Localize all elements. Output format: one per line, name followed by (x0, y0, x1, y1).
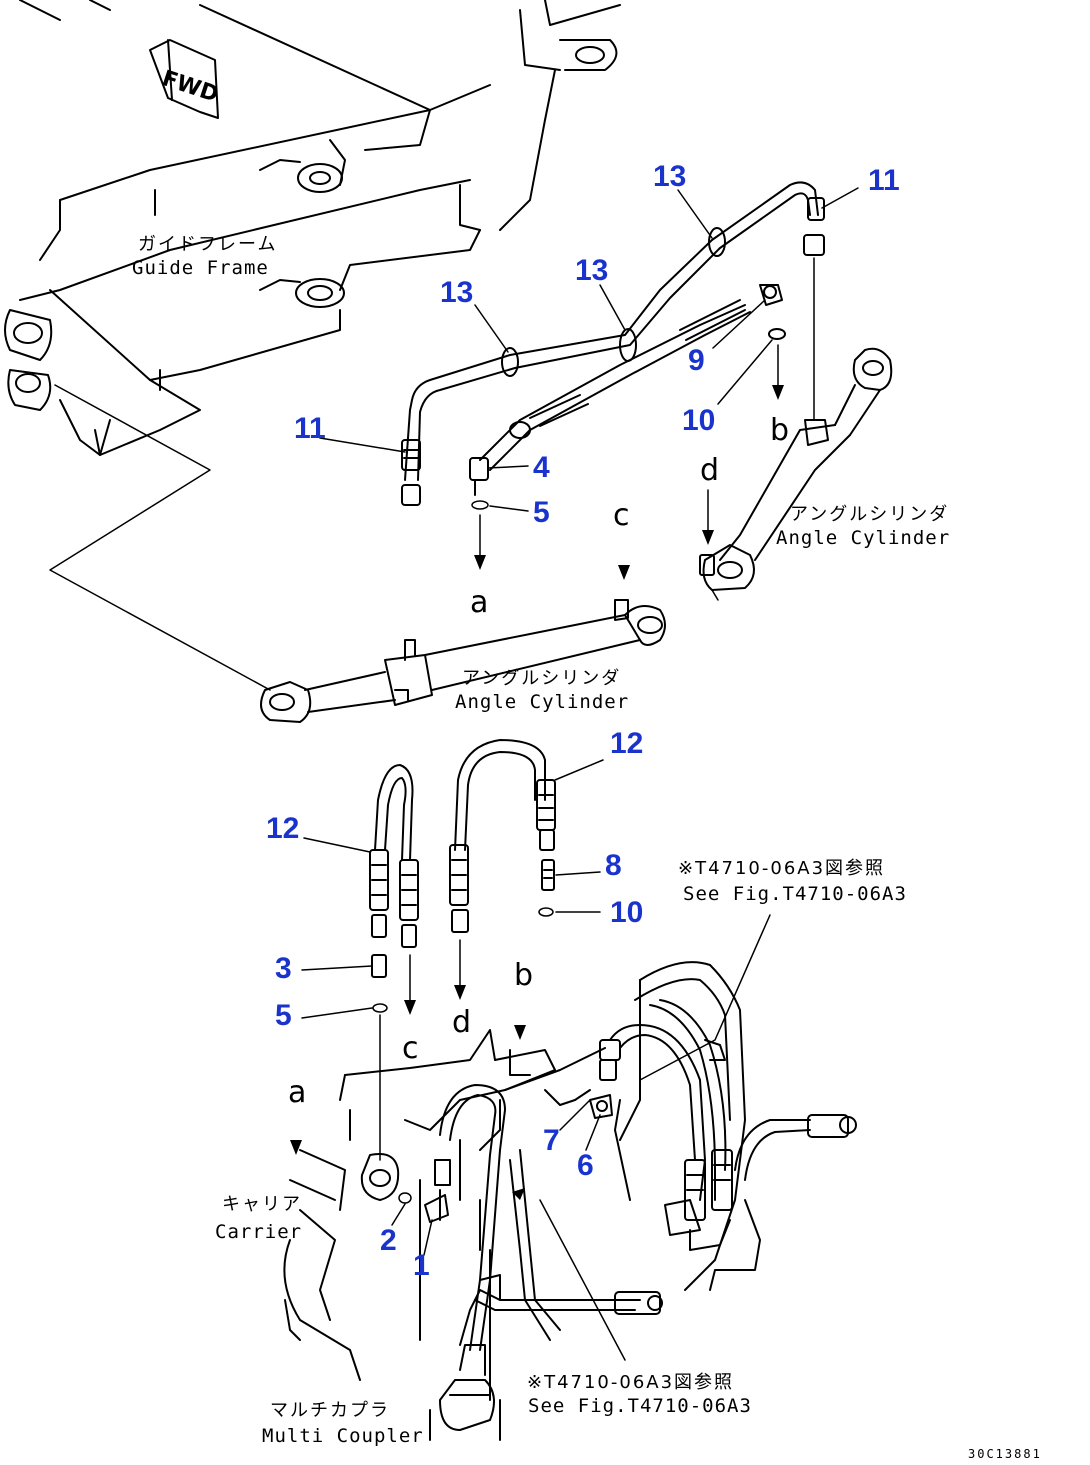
callout-6: 6 (577, 1149, 594, 1182)
callout-9: 9 (688, 344, 705, 377)
angle-cyl-right-jp-label: アングルシリンダ (790, 504, 949, 525)
angle-cylinder-left (260, 599, 666, 723)
guide-frame-jp-label: ガイドフレーム (138, 234, 277, 255)
callout-leaders (301, 187, 859, 1256)
connection-letter-c-top: c (613, 498, 630, 533)
callout-13-c: 13 (440, 276, 473, 309)
lower-hose-assembly (369, 739, 556, 1161)
angle-cyl-right-en-label: Angle Cylinder (776, 527, 950, 549)
angle-cyl-left-jp-label: アングルシリンダ (462, 668, 621, 689)
guide-frame-en-label: Guide Frame (132, 257, 269, 279)
callout-11-a: 11 (294, 412, 326, 445)
carrier-jp-label: キャリア (222, 1194, 302, 1215)
see-fig-top-jp-label: ※T4710-06A3図参照 (678, 858, 885, 879)
callout-8: 8 (605, 849, 622, 882)
callout-12-a: 12 (266, 812, 299, 845)
flow-arrows-bottom (290, 939, 526, 1155)
carrier-structure (283, 961, 857, 1441)
connection-letter-a-top: a (470, 585, 488, 620)
see-fig-bottom-en-label: See Fig.T4710-06A3 (528, 1395, 752, 1417)
multi-coupler-en-label: Multi Coupler (262, 1425, 424, 1447)
drawing-code: 30C13881 (968, 1447, 1042, 1461)
callout-12-b: 12 (610, 727, 643, 760)
callout-7: 7 (543, 1124, 560, 1157)
callout-1: 1 (413, 1249, 430, 1282)
callout-4: 4 (533, 451, 550, 484)
callout-5-b: 5 (275, 999, 292, 1032)
see-fig-top-en-label: See Fig.T4710-06A3 (683, 883, 907, 905)
flow-arrows-top (474, 344, 784, 580)
guide-frame (4, 0, 621, 691)
carrier-en-label: Carrier (215, 1221, 302, 1243)
callout-10-b: 10 (610, 896, 643, 929)
connection-letter-b-top: b (770, 413, 789, 448)
angle-cyl-left-en-label: Angle Cylinder (455, 691, 629, 713)
callout-11-b: 11 (868, 164, 900, 197)
connection-letter-d-bottom: d (452, 1005, 471, 1040)
callout-2: 2 (380, 1224, 397, 1257)
callout-5-a: 5 (533, 496, 550, 529)
connection-letter-d-top: d (700, 453, 719, 488)
see-fig-bottom-jp-label: ※T4710-06A3図参照 (527, 1372, 734, 1393)
multi-coupler-jp-label: マルチカプラ (270, 1400, 390, 1421)
fwd-label: FWD (159, 66, 221, 108)
fwd-arrow-icon: FWD (149, 39, 221, 119)
connection-letter-a-bottom: a (288, 1075, 306, 1110)
callout-3: 3 (275, 952, 292, 985)
connection-letter-b-bottom: b (514, 958, 533, 993)
connection-letter-c-bottom: c (402, 1031, 419, 1066)
angle-cylinder-right (699, 347, 893, 601)
callout-13-a: 13 (653, 160, 686, 193)
callout-10-a: 10 (682, 404, 715, 437)
callout-13-b: 13 (575, 254, 608, 287)
top-hose-assembly (401, 181, 825, 510)
